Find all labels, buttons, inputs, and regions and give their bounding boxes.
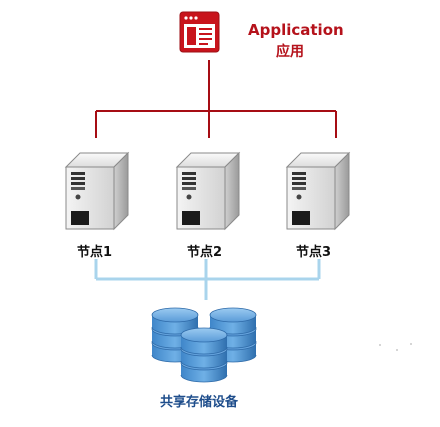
node-label-1: 节点1 [77,245,113,260]
application-subtitle: 应用 [276,44,304,60]
server-tower-icon-2 [176,152,240,230]
database-stack-front [181,328,227,382]
application-title: Application [248,21,344,39]
server-tower-icon-1 [65,152,129,230]
database-stack-icon [152,308,256,382]
storage-links [94,259,321,300]
shared-storage-label: 共享存储设备 [160,395,239,410]
decorative-dots [379,343,412,351]
server-tower-icon-3 [286,152,350,230]
node-label-2: 节点2 [187,245,223,260]
application-window-icon [179,11,220,53]
application-links [95,60,337,138]
node-label-3: 节点3 [296,245,332,260]
